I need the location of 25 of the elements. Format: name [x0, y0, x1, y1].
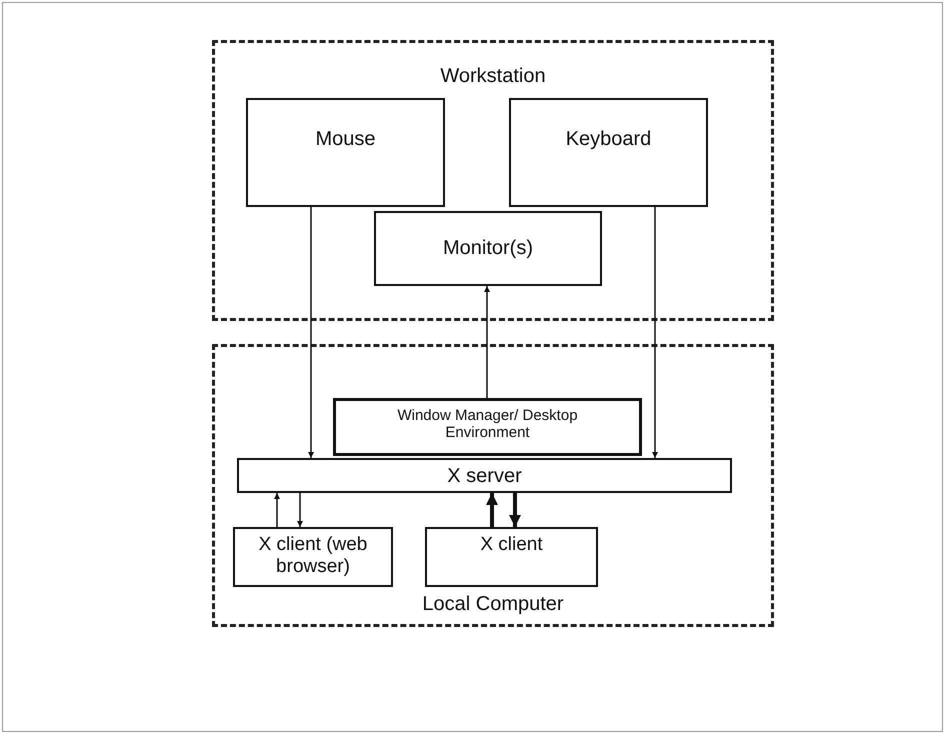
- component-box: [237, 458, 732, 493]
- arrow: [509, 493, 521, 527]
- box-label: X client (web browser): [258, 534, 368, 578]
- region-label: Local Computer: [421, 593, 565, 616]
- box-label: Keyboard: [564, 128, 652, 151]
- component-box: [374, 211, 602, 286]
- component-box: [233, 527, 393, 587]
- box-label: X server: [446, 465, 523, 488]
- box-label: Mouse: [314, 128, 377, 151]
- dashed-region: [212, 344, 774, 627]
- component-box: [246, 98, 445, 207]
- arrow: [484, 286, 490, 398]
- component-box: [509, 98, 708, 207]
- box-label: X client: [479, 534, 544, 556]
- box-label: Monitor(s): [442, 237, 534, 260]
- arrow: [297, 493, 303, 527]
- arrow: [274, 493, 280, 527]
- component-box: [333, 398, 642, 456]
- arrow: [486, 493, 498, 527]
- arrow: [652, 207, 658, 458]
- component-box: [425, 527, 598, 587]
- arrow: [308, 207, 314, 458]
- dashed-region: [212, 40, 774, 321]
- region-label: Workstation: [439, 65, 547, 88]
- box-label: Window Manager/ Desktop Environment: [396, 407, 579, 442]
